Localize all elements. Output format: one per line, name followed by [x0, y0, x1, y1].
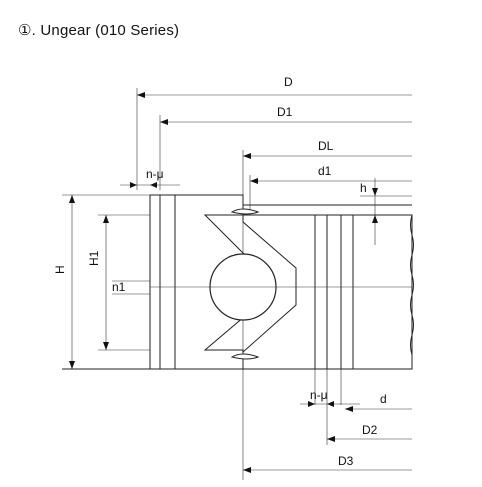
label-D: D: [284, 75, 293, 89]
page-title: ①. Ungear (010 Series): [18, 22, 180, 39]
dimension-lines-bottom: [243, 369, 412, 473]
label-D3: D3: [338, 454, 354, 468]
label-n1: n1: [112, 280, 126, 294]
label-H: H: [53, 265, 67, 274]
seal-bottom: [230, 353, 260, 360]
inner-ring-section: [242, 204, 414, 370]
label-D1: D1: [277, 105, 293, 119]
label-D2: D2: [362, 423, 378, 437]
dimension-lines-left: [62, 194, 150, 370]
seal-top: [230, 208, 260, 215]
dimension-lines-top: [120, 88, 412, 480]
label-h: h: [360, 181, 367, 195]
label-d1: d1: [318, 164, 332, 178]
label-DL: DL: [318, 139, 334, 153]
label-d: d: [380, 392, 387, 406]
label-H1: H1: [87, 250, 101, 266]
label-n-u-bottom: n-μ: [310, 388, 328, 402]
label-n-u-top: n-μ: [146, 167, 164, 181]
